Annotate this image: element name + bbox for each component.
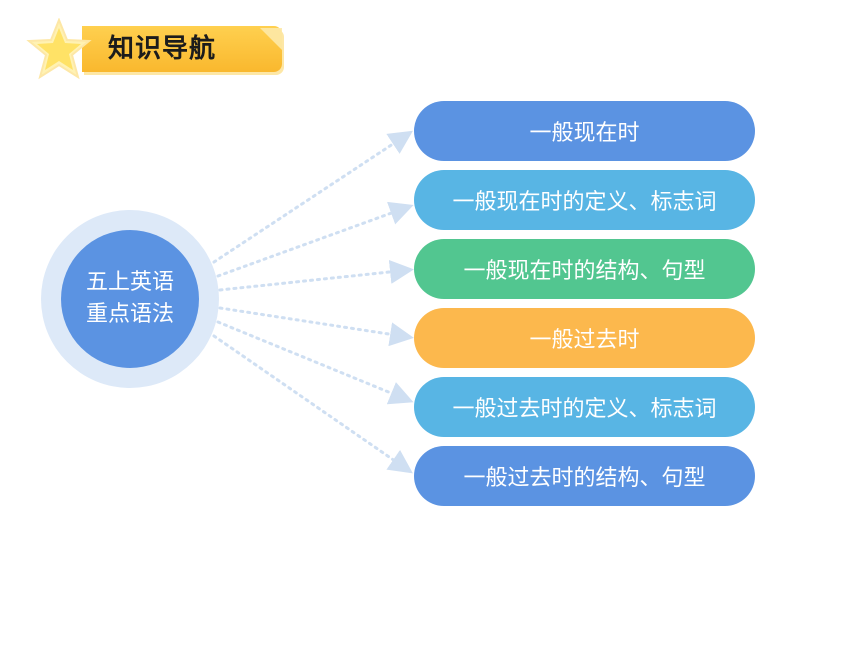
connector-1	[216, 201, 414, 278]
hub-circle: 五上英语 重点语法	[61, 230, 199, 368]
connector-2	[218, 259, 414, 292]
star-icon	[26, 17, 92, 80]
header-banner	[82, 26, 282, 72]
topic-pill-past-structure[interactable]: 一般过去时的结构、句型	[414, 446, 755, 506]
topic-pill-present-definition[interactable]: 一般现在时的定义、标志词	[414, 170, 755, 230]
hub-label-line1: 五上英语	[85, 270, 174, 295]
topic-pill-past-simple[interactable]: 一般过去时	[414, 308, 755, 368]
topic-pill-past-definition[interactable]: 一般过去时的定义、标志词	[414, 377, 755, 437]
topic-label: 一般现在时的结构、句型	[463, 259, 706, 284]
connector-5	[212, 334, 413, 474]
topic-pill-present-simple[interactable]: 一般现在时	[414, 101, 755, 161]
connector-4	[216, 320, 414, 405]
page-title: 知识导航	[108, 34, 217, 64]
topic-label: 一般现在时的定义、标志词	[452, 190, 717, 215]
hub-label-line2: 重点语法	[85, 302, 174, 327]
topic-label: 一般过去时	[529, 328, 640, 353]
topic-label: 一般现在时	[529, 121, 640, 146]
topic-label: 一般过去时的结构、句型	[463, 466, 706, 491]
connector-3	[218, 306, 414, 347]
topic-pill-present-structure[interactable]: 一般现在时的结构、句型	[414, 239, 755, 299]
topic-label: 一般过去时的定义、标志词	[452, 397, 717, 422]
